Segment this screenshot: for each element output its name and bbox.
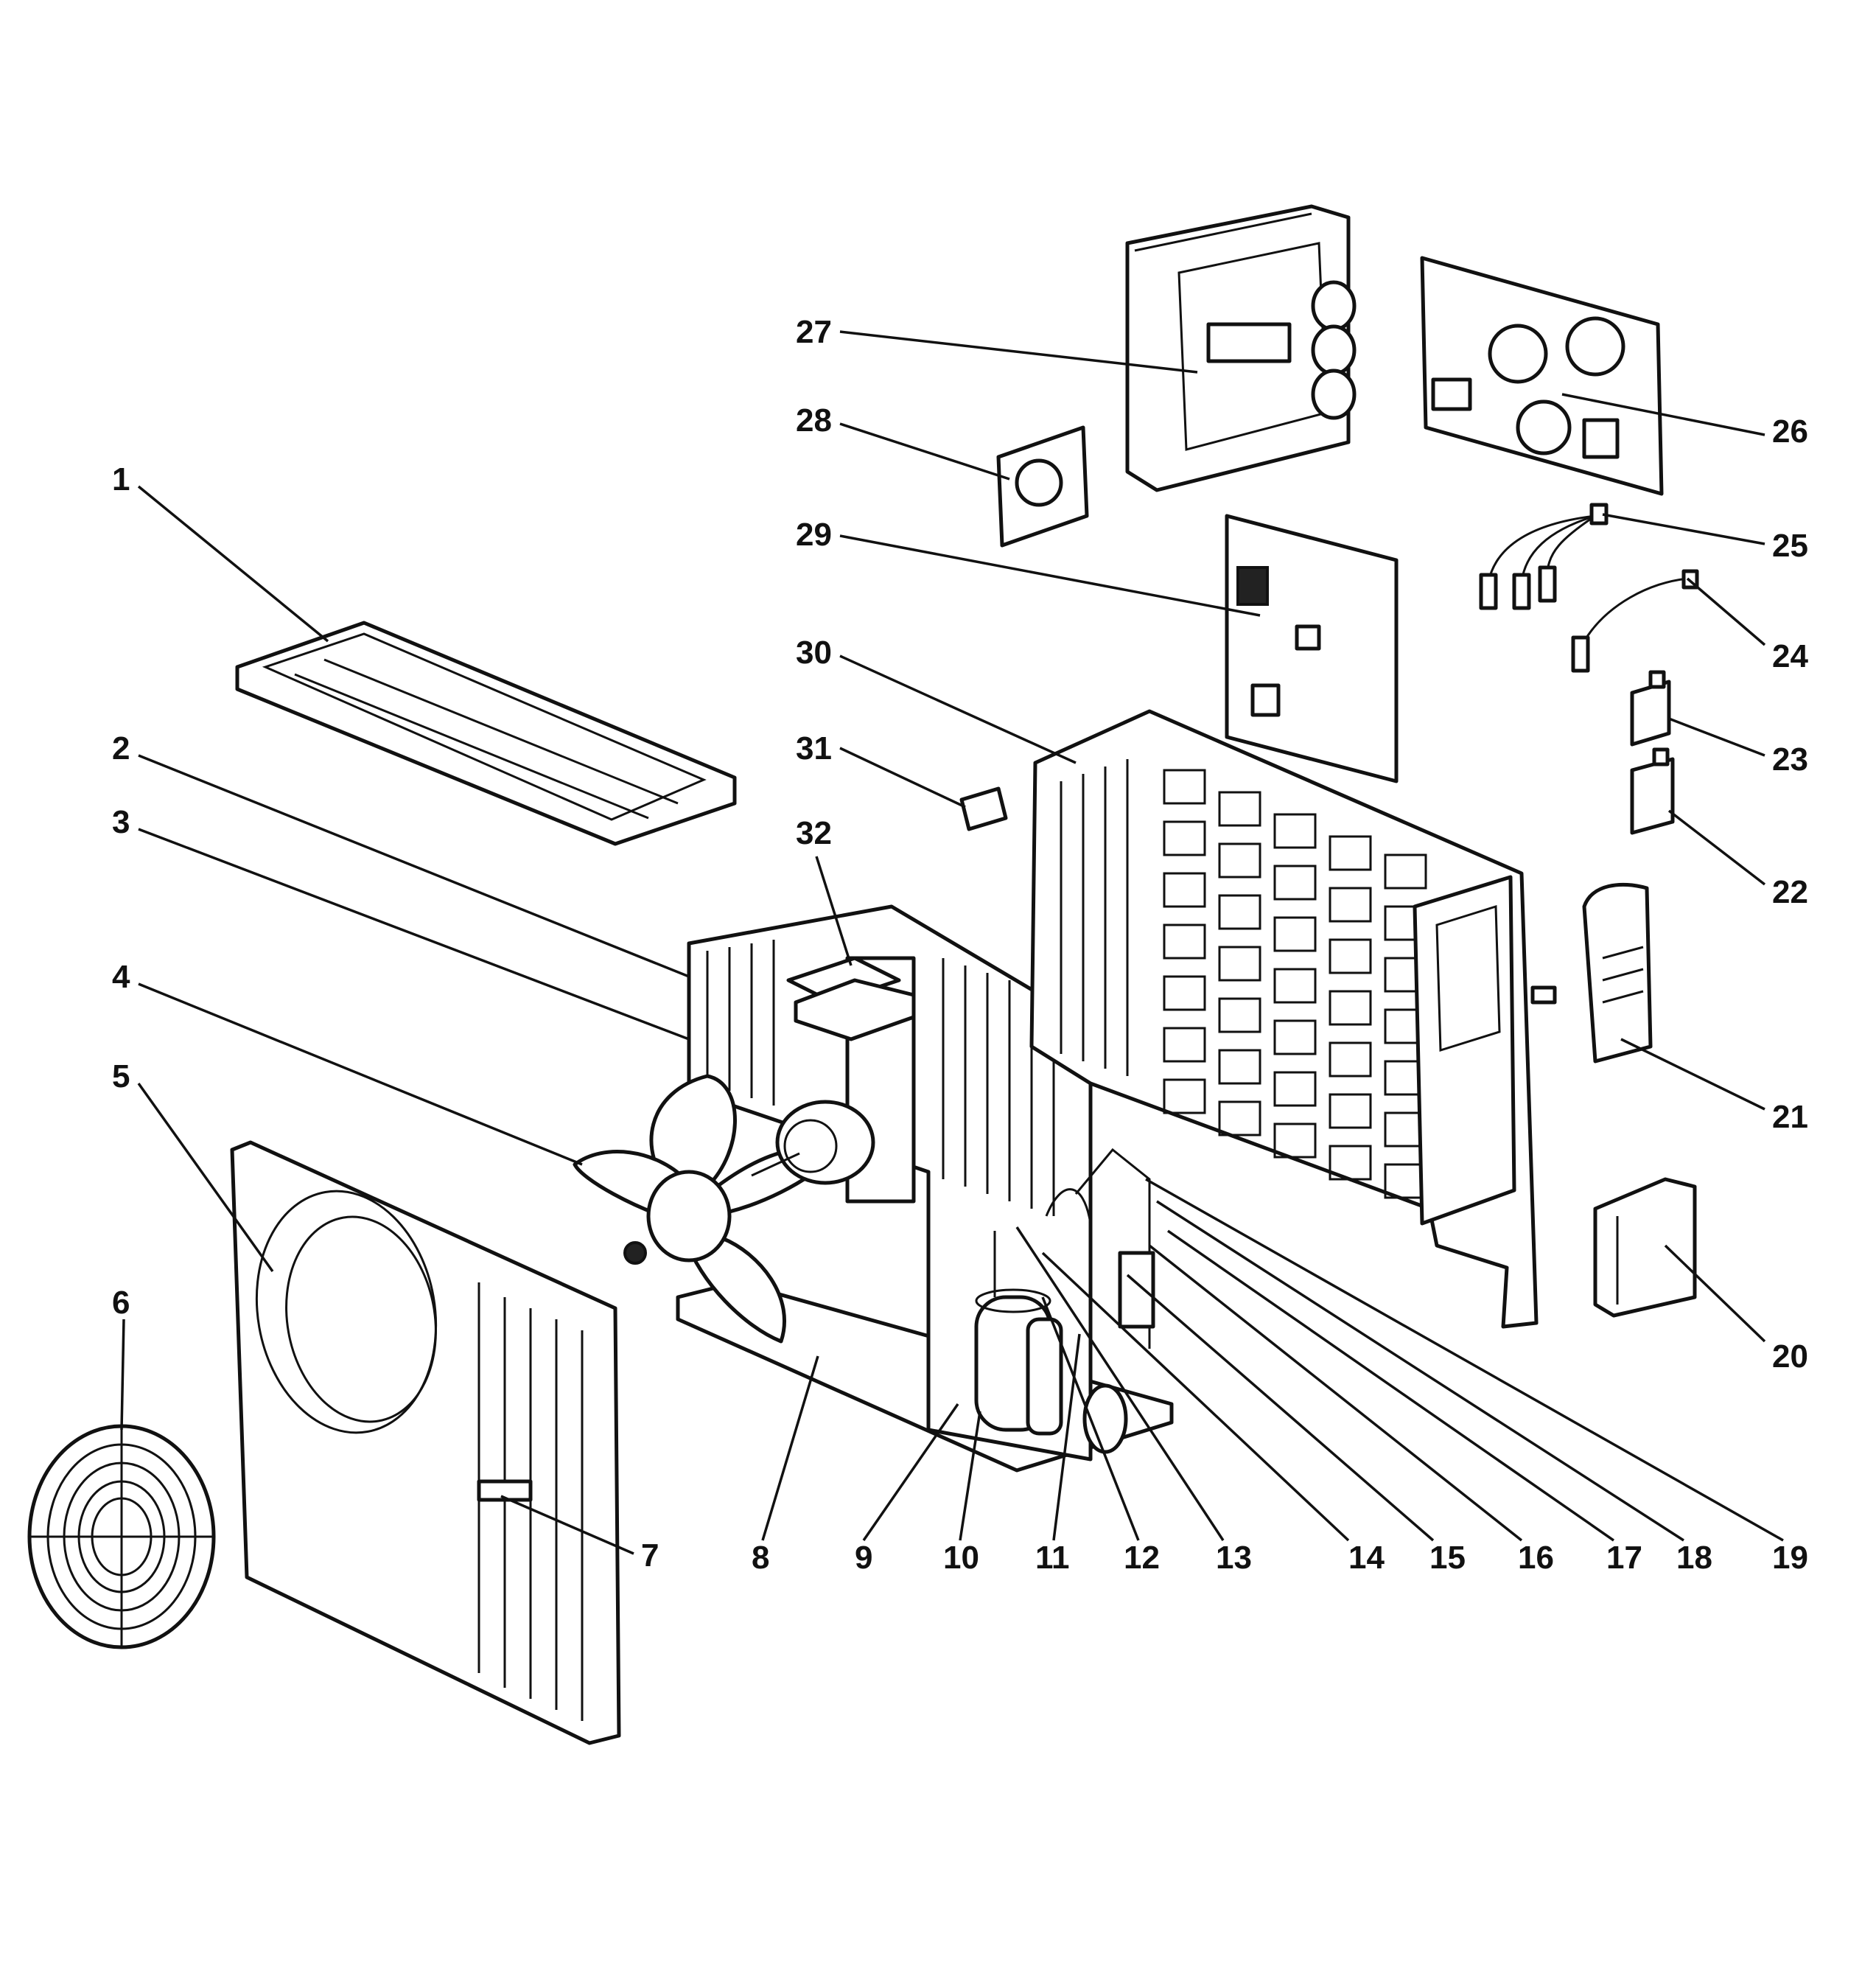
callout-18: 18 [1676,1540,1712,1576]
callout-8: 8 [752,1540,769,1576]
leader-20 [1664,1244,1766,1343]
callout-5: 5 [112,1058,130,1094]
callout-1: 1 [112,461,130,497]
leader-16 [1148,1244,1523,1542]
terminal-block-large [1630,747,1675,835]
callout-14: 14 [1348,1540,1385,1576]
leader-21 [1620,1038,1765,1111]
callout-17: 17 [1606,1540,1642,1576]
leader-15 [1126,1274,1435,1542]
side-panel [1029,709,1539,1329]
leader-2 [138,754,690,978]
leader-6 [120,1319,125,1431]
sensor-harness [1479,503,1609,610]
callout-12: 12 [1124,1540,1160,1576]
callout-19: 19 [1772,1540,1808,1576]
leader-22 [1667,809,1766,886]
fan-motor [751,1100,875,1185]
leader-23 [1668,717,1765,757]
filter-board [1420,256,1664,496]
leader-11 [1052,1333,1081,1541]
callout-28: 28 [796,402,832,439]
leader-14 [1041,1251,1350,1542]
callout-24: 24 [1772,638,1808,674]
callout-16: 16 [1518,1540,1554,1576]
leader-13 [1015,1226,1225,1541]
callout-21: 21 [1772,1099,1808,1135]
leader-28 [839,422,1010,481]
leader-7 [500,1495,634,1555]
leader-10 [959,1411,981,1541]
leader-8 [761,1355,819,1541]
leader-18 [1156,1200,1684,1542]
leader-12 [1041,1296,1140,1541]
callout-4: 4 [112,959,130,995]
temperature-sensor [1571,569,1699,673]
leader-24 [1686,577,1766,646]
callout-30: 30 [796,635,832,671]
callout-27: 27 [796,314,832,350]
terminal-cover [1593,1177,1697,1318]
callout-2: 2 [112,730,130,766]
callout-labels: 1 2 3 4 5 6 7 8 9 10 11 12 13 14 15 16 1… [112,314,1808,1576]
leader-9 [862,1403,959,1541]
compressor [974,1148,1155,1454]
control-box-cover [1530,882,1653,1064]
front-panel [230,1140,621,1745]
callout-25: 25 [1772,528,1808,564]
callout-13: 13 [1216,1540,1252,1576]
motor-bracket [794,978,916,1041]
callout-32: 32 [796,815,832,851]
callout-10: 10 [943,1540,979,1576]
leader-30 [839,654,1077,764]
leader-lines [120,330,1784,1555]
terminal-block-small [1630,670,1671,747]
inverter-board [1125,204,1357,492]
reactor-board [996,425,1089,548]
fan-blade [573,1074,835,1344]
leader-17 [1167,1229,1614,1542]
callout-15: 15 [1429,1540,1466,1576]
top-panel [235,621,737,846]
callout-20: 20 [1772,1338,1808,1375]
leader-1 [137,485,329,643]
callout-29: 29 [796,517,832,553]
callout-26: 26 [1772,413,1808,450]
callout-31: 31 [796,730,832,766]
leader-31 [839,747,966,809]
callout-22: 22 [1772,874,1808,910]
callout-3: 3 [112,804,130,840]
leader-4 [138,982,583,1166]
leader-3 [138,828,690,1041]
callout-23: 23 [1772,741,1808,778]
leader-25 [1602,513,1765,545]
control-board [1225,514,1399,783]
callout-11: 11 [1035,1540,1070,1576]
panel-grid [1163,769,1427,1199]
callout-7: 7 [641,1537,659,1574]
callout-9: 9 [855,1540,872,1576]
small-connector [959,786,1008,831]
leader-19 [1145,1178,1784,1542]
callout-6: 6 [112,1285,130,1321]
leader-29 [839,534,1261,617]
leader-26 [1561,393,1765,436]
leader-32 [815,856,853,966]
fan-grille [27,1424,216,1649]
leader-5 [137,1082,274,1273]
leader-27 [839,330,1198,374]
